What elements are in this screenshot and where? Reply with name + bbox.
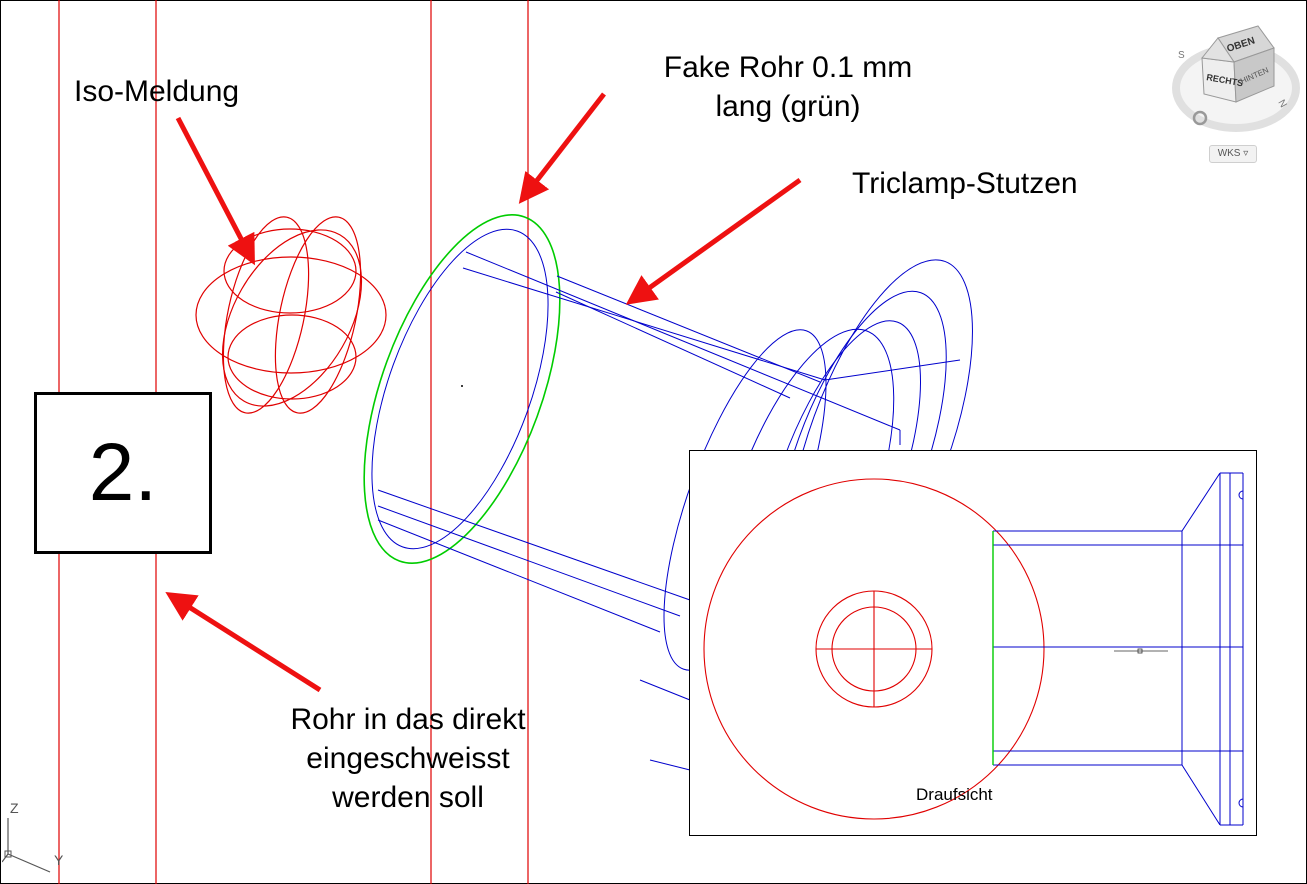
- top-view-pipe: [703, 478, 1045, 820]
- step-number: 2.: [88, 427, 158, 518]
- label-fake-pipe-line1: Fake Rohr 0.1 mm: [663, 51, 913, 84]
- chevron-down-icon: ▿: [1243, 148, 1249, 159]
- top-view-caption: Draufsicht: [916, 785, 993, 804]
- arrow-iso: [175, 116, 255, 266]
- label-target-pipe: Rohr in das direkt eingeschweisst werden…: [262, 700, 554, 817]
- label-target-pipe-line3: werden soll: [332, 781, 484, 814]
- arrow-pipe: [165, 591, 322, 693]
- viewcube-graphic: OBEN RECHTS HINTEN S N: [1172, 25, 1300, 132]
- viewcube[interactable]: OBEN RECHTS HINTEN S N: [1170, 14, 1300, 164]
- ucs-axes: [1, 818, 51, 873]
- label-fake-pipe-line2: lang (grün): [715, 90, 861, 123]
- center-dot: [461, 385, 463, 387]
- compass-n: N: [1275, 98, 1288, 110]
- cube-side-face: [1233, 47, 1275, 103]
- top-view-center-mark: [1114, 648, 1168, 654]
- label-triclamp: Triclamp-Stutzen: [852, 167, 1078, 200]
- ucs-y-label: Y: [54, 852, 64, 868]
- compass-s: S: [1178, 50, 1185, 61]
- label-target-pipe-line1: Rohr in das direkt: [290, 703, 526, 736]
- iso-marker: [195, 216, 387, 414]
- top-view-triclamp: [993, 472, 1244, 826]
- label-target-pipe-line2: eingeschweisst: [306, 742, 510, 775]
- step-number-box: 2.: [34, 392, 212, 554]
- label-fake-pipe: Fake Rohr 0.1 mm lang (grün): [640, 48, 936, 126]
- fake-pipe-ring: [363, 214, 561, 564]
- ucs-icon: Z Y: [1, 800, 72, 876]
- wcs-dropdown[interactable]: WKS ▿: [1209, 145, 1257, 163]
- arrow-fake-pipe: [518, 92, 606, 204]
- wcs-label: WKS: [1217, 148, 1241, 159]
- top-view-drawing: [703, 472, 1244, 826]
- ucs-z-label: Z: [10, 800, 19, 816]
- label-iso-meldung: Iso-Meldung: [74, 75, 240, 108]
- annotation-arrows: [165, 92, 802, 693]
- arrow-triclamp: [625, 177, 802, 305]
- top-view-inset: Draufsicht: [689, 450, 1257, 836]
- compass-o-icon: [1192, 110, 1208, 126]
